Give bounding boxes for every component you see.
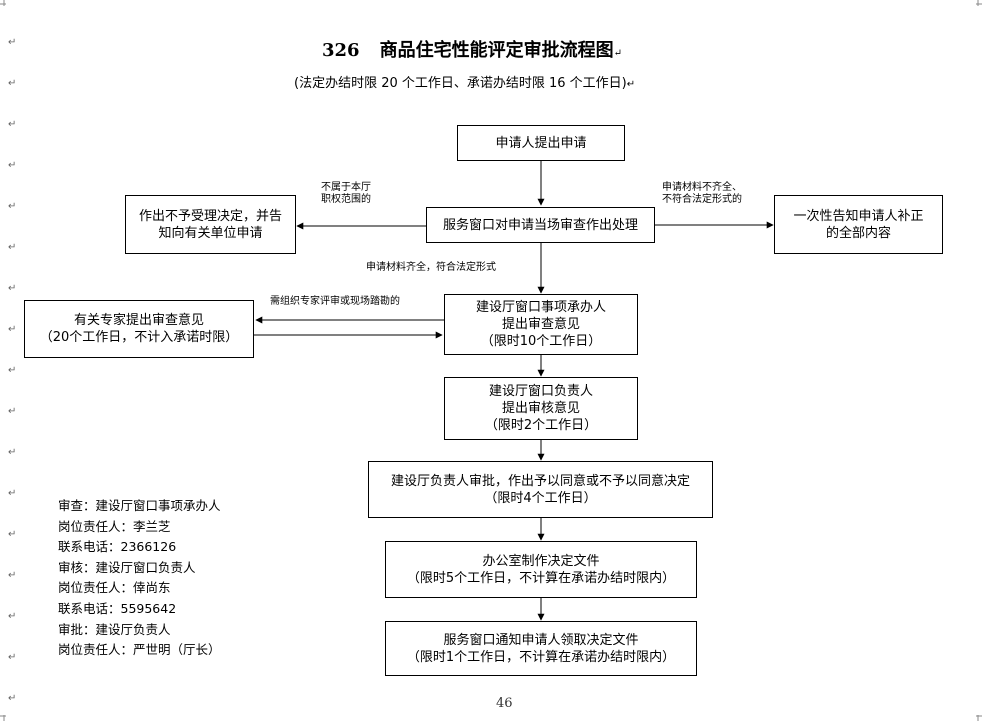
- node-approve: 建设厅负责人审批，作出予以同意或不予以同意决定 （限时4个工作日）: [368, 461, 713, 518]
- node-window-review: 服务窗口对申请当场审查作出处理: [426, 207, 655, 243]
- paragraph-mark: ↵: [8, 119, 17, 130]
- edge-label-out-of-scope: 不属于本厅 职权范围的: [321, 182, 371, 205]
- paragraph-mark: ↵: [8, 406, 17, 417]
- node-supplement: 一次性告知申请人补正 的全部内容: [774, 195, 943, 254]
- contact-line: 联系电话：2366126: [58, 539, 177, 555]
- edge-label-complete: 申请材料齐全，符合法定形式: [366, 262, 496, 273]
- paragraph-mark: ↵: [8, 242, 17, 253]
- node-apply: 申请人提出申请: [457, 125, 625, 161]
- paragraph-mark: ↵: [8, 324, 17, 335]
- contact-line: 审查：建设厅窗口事项承办人: [58, 498, 221, 513]
- paragraph-mark: ↵: [8, 652, 17, 663]
- paragraph-mark: ↵: [8, 693, 17, 704]
- crop-mark-bottom-left: [0, 715, 6, 721]
- node-reject: 作出不予受理决定，并告 知向有关单位申请: [125, 195, 296, 254]
- paragraph-mark: ↵: [8, 447, 17, 458]
- paragraph-mark: ↵: [8, 611, 17, 622]
- page-number: 46: [496, 696, 513, 711]
- node-officer-review: 建设厅窗口事项承办人 提出审查意见 （限时10个工作日）: [444, 294, 638, 355]
- node-office-doc: 办公室制作决定文件 （限时5个工作日，不计算在承诺办结时限内）: [385, 541, 697, 598]
- node-notify: 服务窗口通知申请人领取决定文件 （限时1个工作日，不计算在承诺办结时限内）: [385, 621, 697, 676]
- contact-list: 审查：建设厅窗口事项承办人 岗位责任人：李兰芝 联系电话：2366126 审核：…: [58, 496, 221, 661]
- contact-line: 岗位责任人：倖尚东: [58, 580, 171, 596]
- paragraph-mark: ↵: [8, 488, 17, 499]
- edge-label-incomplete: 申请材料不齐全、 不符合法定形式的: [662, 182, 742, 205]
- paragraph-mark: ↵: [8, 78, 17, 89]
- paragraph-mark: ↵: [8, 37, 17, 48]
- node-expert: 有关专家提出审查意见 （20个工作日，不计入承诺时限）: [24, 300, 254, 358]
- paragraph-mark: ↵: [8, 201, 17, 212]
- paragraph-mark: ↵: [8, 365, 17, 376]
- crop-mark-bottom-right: [976, 715, 982, 721]
- contact-line: 岗位责任人：严世明（厅长）: [58, 642, 221, 658]
- page-subtitle: (法定办结时限 20 个工作日、承诺办结时限 16 个工作日)↵: [294, 76, 636, 91]
- crop-mark-top-right: [976, 0, 982, 6]
- paragraph-mark: ↵: [8, 529, 17, 540]
- node-chief-review: 建设厅窗口负责人 提出审核意见 （限时2个工作日）: [444, 377, 638, 440]
- contact-line: 审批：建设厅负责人: [58, 621, 171, 637]
- contact-line: 审核：建设厅窗口负责人: [58, 559, 196, 575]
- contact-line: 联系电话：5595642: [58, 600, 177, 616]
- edge-label-need-expert: 需组织专家评审或现场踏勘的: [270, 296, 400, 307]
- paragraph-mark: ↵: [8, 283, 17, 294]
- crop-mark-top-left: [0, 0, 6, 6]
- paragraph-mark: ↵: [8, 160, 17, 171]
- contact-line: 岗位责任人：李兰芝: [58, 518, 171, 534]
- paragraph-mark: ↵: [8, 570, 17, 581]
